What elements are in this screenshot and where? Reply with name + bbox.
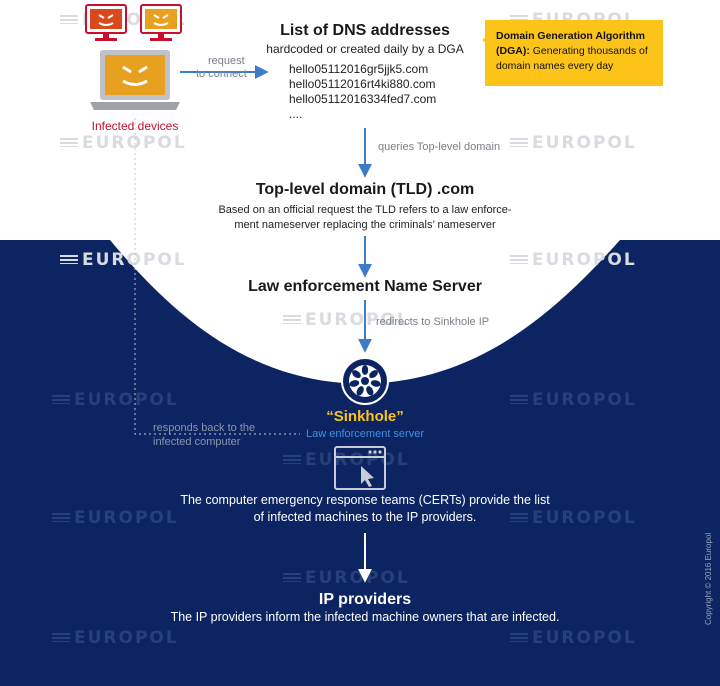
ip-providers-text: The IP providers inform the infected mac… [170,610,560,624]
europol-watermark: EUROPOL [283,450,410,470]
tld-description: Based on an official request the TLD ref… [160,203,570,233]
certs-description-line1: The computer emergency response teams (C… [180,493,550,507]
dns-title: List of DNS addresses [280,22,450,39]
responds-label-line2: infected computer [153,436,241,448]
dns-address: hello05112016gr5jjk5.com [289,62,429,76]
europol-watermark: EUROPOL [52,508,179,528]
infected-desktop-icon [85,4,127,47]
infected-devices-label: Infected devices [91,119,179,133]
infected-laptop-icon [90,48,180,117]
europol-watermark: EUROPOL [52,628,179,648]
tld-description-line2: ment nameserver replacing the criminals’… [234,219,496,231]
sinkhole-title: “Sinkhole” [326,408,404,425]
dns-subtitle: hardcoded or created daily by a DGA [266,42,464,56]
tld-description-line1: Based on an official request the TLD ref… [218,204,512,216]
europol-watermark: EUROPOL [510,628,637,648]
sinkhole-subtitle: Law enforcement server [306,428,424,440]
browser-window-icon [334,446,386,495]
responds-label: responds back to the infected computer [153,421,255,449]
request-label: request to connect [196,55,247,81]
europol-watermark: EUROPOL [510,250,637,270]
redirect-label: redirects to Sinkhole IP [376,316,490,328]
europol-watermark: EUROPOL [283,568,410,588]
europol-watermark: EUROPOL [510,390,637,410]
europol-watermark: EUROPOL [283,310,410,330]
europol-watermark: EUROPOL [510,508,637,528]
europol-watermark: EUROPOL [60,133,187,153]
certs-description: The computer emergency response teams (C… [120,492,610,526]
dns-address: hello05112016334fed7.com [289,92,437,106]
request-label-line2: to connect [196,68,247,80]
europol-watermark: EUROPOL [510,133,637,153]
dns-address: hello05112016rt4ki880.com [289,77,436,91]
certs-description-line2: of infected machines to the IP providers… [253,510,477,524]
europol-watermark: EUROPOL [52,390,179,410]
responds-dotted-line [134,118,300,435]
dns-address: .... [289,107,303,121]
tld-title: Top-level domain (TLD) .com [255,181,475,198]
dga-note-title: Domain Generation Algorithm (DGA): [496,30,645,57]
request-label-line1: request [208,55,245,67]
infected-desktop-icon [140,4,182,47]
dns-address-list: hello05112016gr5jjk5.com hello05112016rt… [289,62,436,122]
europol-watermark: EUROPOL [60,250,187,270]
sinkhole-icon [341,357,389,410]
dga-note: Domain Generation Algorithm (DGA): Gener… [485,20,663,86]
queries-label: queries Top-level domain [378,141,501,153]
ip-providers-title: IP providers [318,591,412,608]
copyright-notice: Copyright © 2016 Europol [704,532,713,625]
law-enforcement-ns-title: Law enforcement Name Server [248,278,482,295]
dga-note-text: Generating thousands of domain names eve… [496,45,648,72]
responds-label-line1: responds back to the [153,422,256,434]
